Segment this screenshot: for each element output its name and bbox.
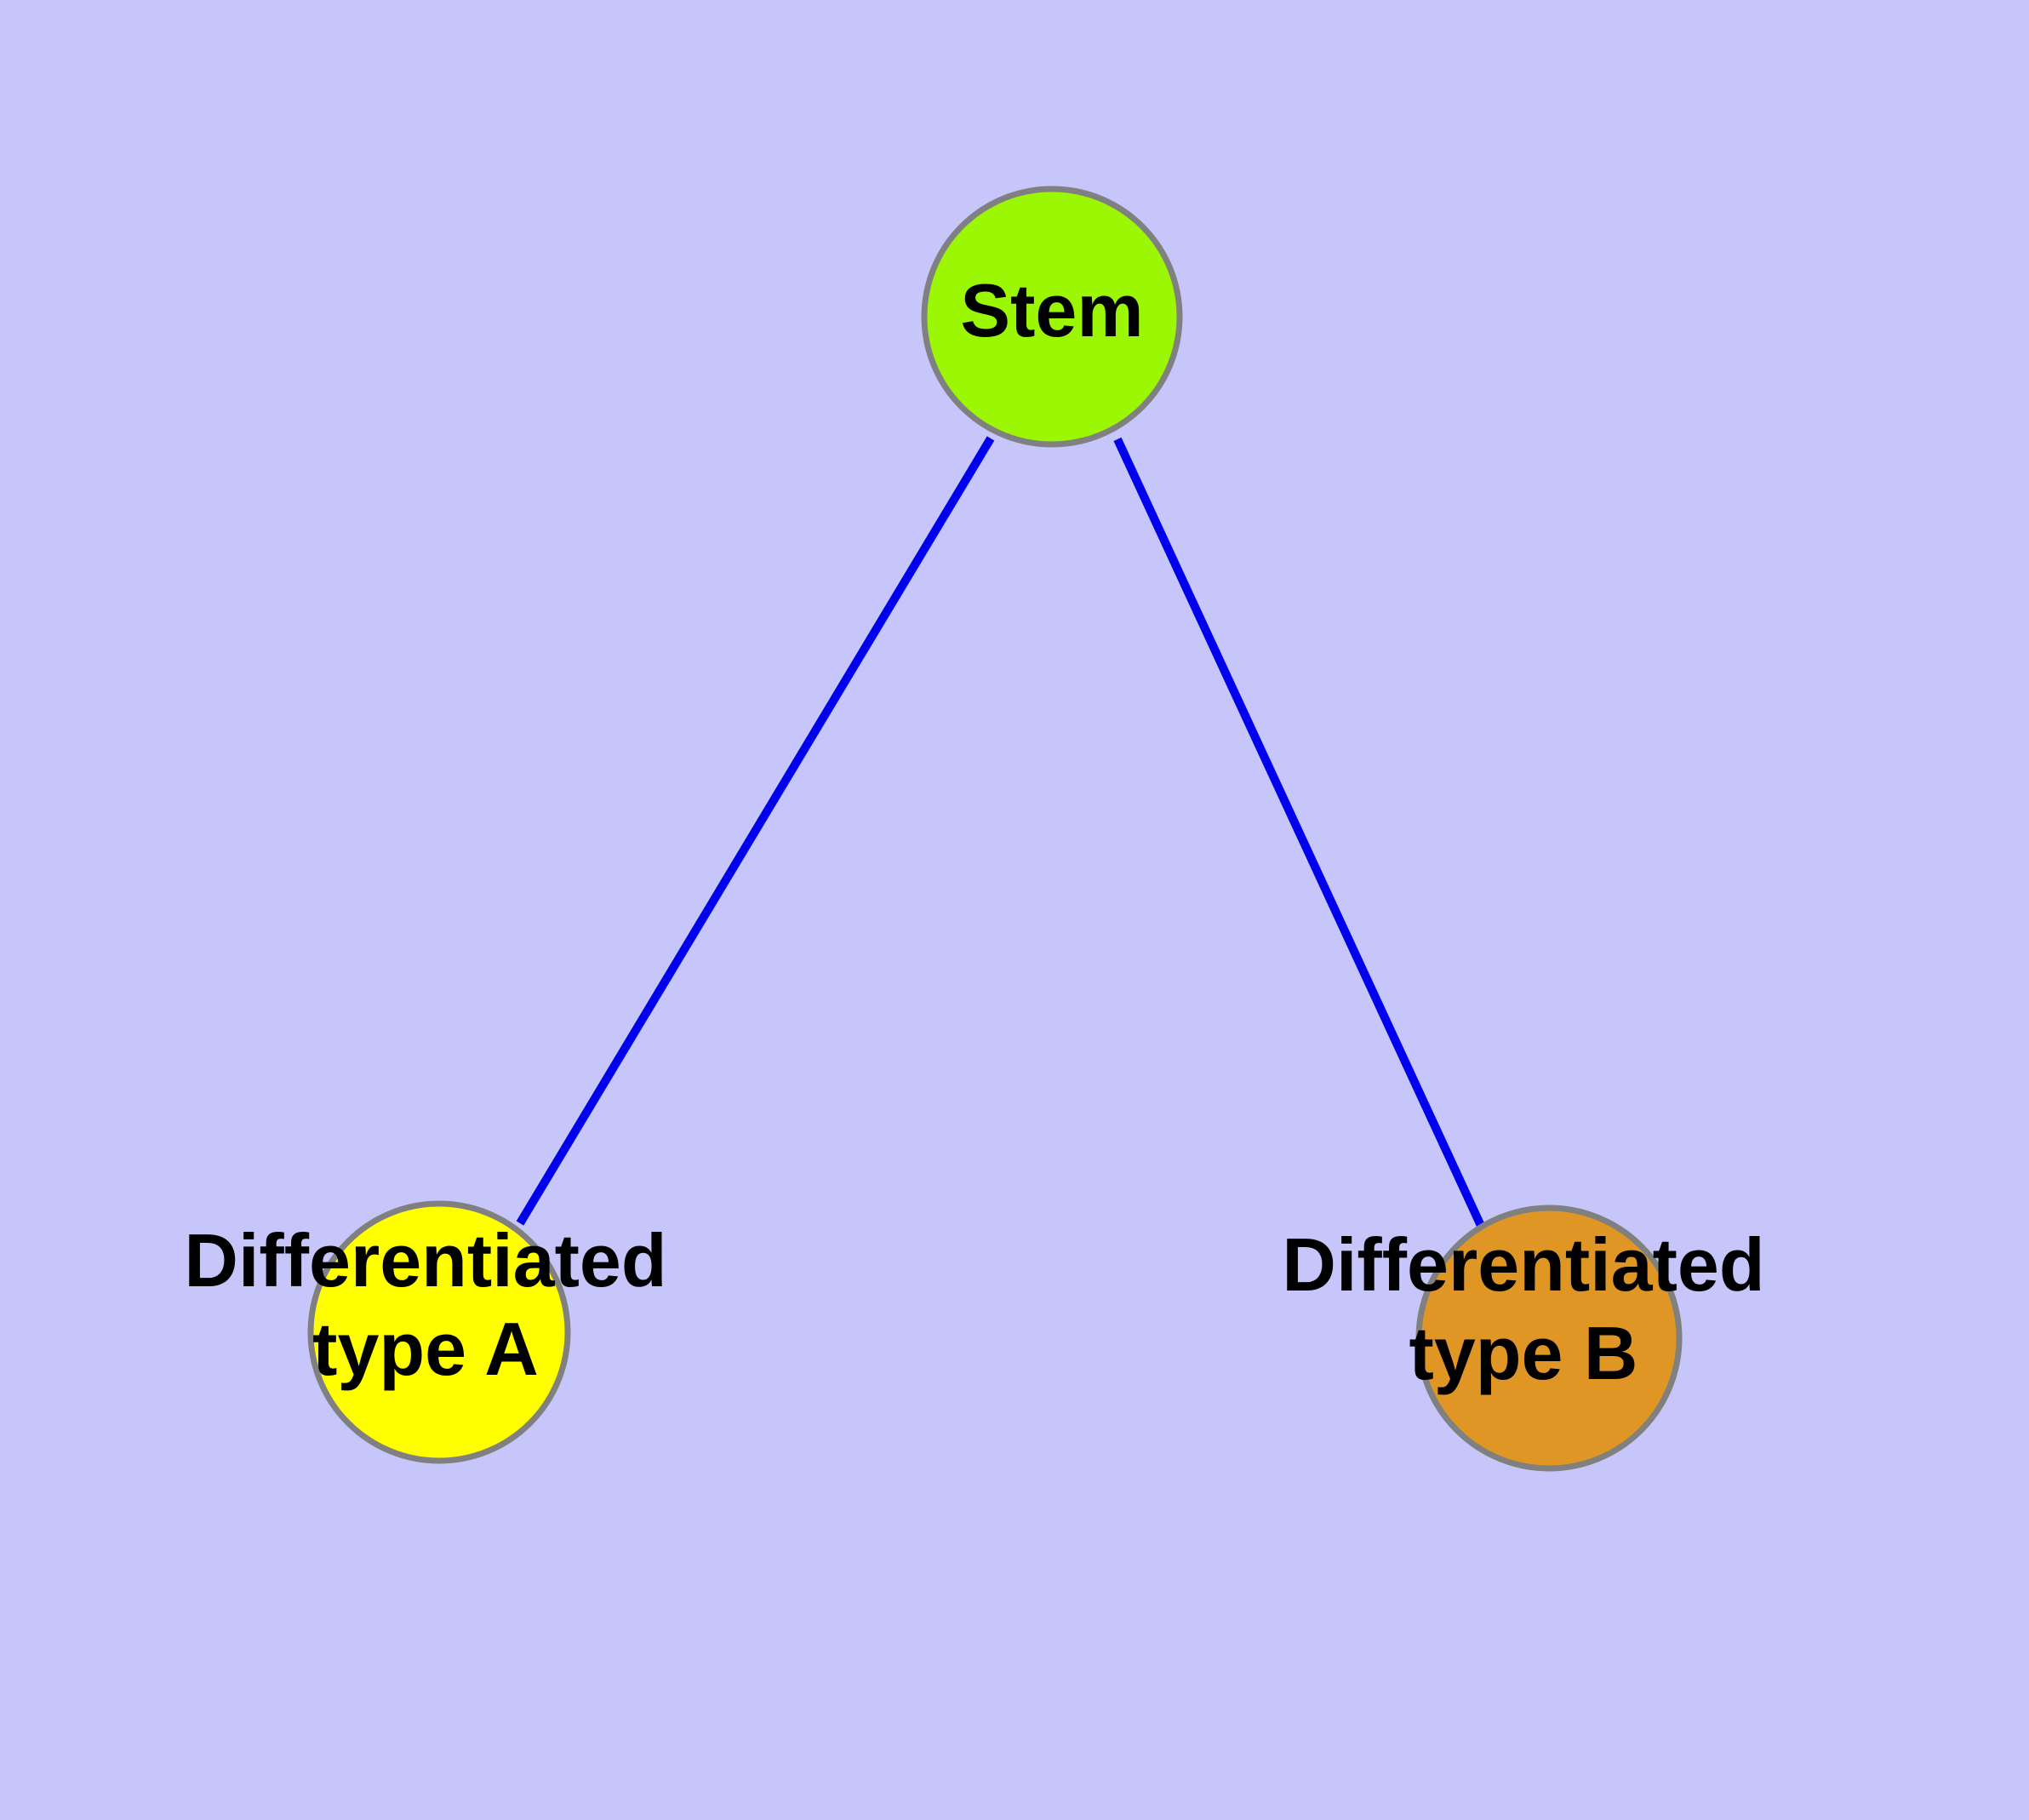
edge-stem-to-diff-a — [516, 436, 995, 1226]
node-label-line: Differentiated — [184, 1218, 666, 1302]
node-label-line: Stem — [960, 268, 1143, 352]
node-stem[interactable] — [921, 186, 1183, 448]
node-label-line: Differentiated — [1282, 1222, 1764, 1307]
edge-stem-to-diff-b — [1113, 437, 1486, 1230]
edges-layer — [516, 436, 1486, 1230]
node-diff_a[interactable] — [307, 1200, 571, 1464]
node-label-line: type B — [1409, 1311, 1638, 1395]
node-diff_b[interactable] — [1415, 1205, 1683, 1472]
node-label-stem: Stem — [960, 268, 1143, 352]
node-label-line: type A — [312, 1307, 539, 1391]
